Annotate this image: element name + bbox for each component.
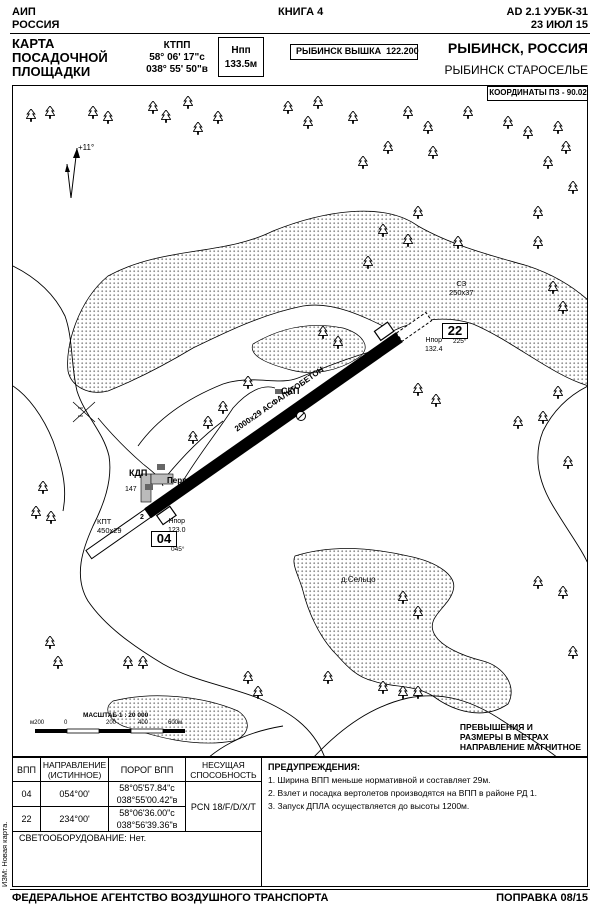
scale-tick-400: 400 <box>138 720 149 726</box>
skp-building <box>275 389 283 394</box>
row-22-rwy: 22 <box>12 806 41 832</box>
runway-table: ВПП НАПРАВЛЕНИЕ (ИСТИННОЕ) ПОРОГ ВПП НЕС… <box>12 757 263 832</box>
kpt-dimensions: 450x29 <box>97 526 122 535</box>
row-22-threshold: 58°06'36.00"с 038°56'39.36"в <box>108 806 186 832</box>
hpp-value: 133.5м <box>224 59 258 70</box>
perron-label: Перрон <box>167 476 197 485</box>
chart-title-line-2: ПОСАДОЧНОЙ <box>12 50 108 65</box>
row-04-lat: 58°05'57.84"с <box>119 783 175 793</box>
pcn-value: PCN 18/F/D/X/T <box>184 781 263 832</box>
threshold-elev-04-value: 123.0 <box>168 526 186 535</box>
runway-04-designator: 04 <box>151 531 177 547</box>
runway-22-magnetic: 225° <box>453 338 467 345</box>
scale-title: МАСШТАБ 1 : 20 000 <box>83 712 149 719</box>
chart-title-line-3: ПЛОЩАДКИ <box>12 64 91 79</box>
ktpp-lat: 58° 06' 17"с <box>149 52 205 63</box>
kpt-label: КПТ 450x29 <box>97 517 122 535</box>
warning-2: 2. Взлет и посадка вертолетов производят… <box>268 788 537 798</box>
scale-tick-m200: м200 <box>30 720 45 726</box>
book-label: КНИГА 4 <box>278 6 324 18</box>
aip-label: АИП <box>12 6 36 18</box>
scale-tick-0: 0 <box>64 720 68 726</box>
village-label: д.Сельцо <box>341 575 376 584</box>
header-divider <box>10 33 590 34</box>
city-title: РЫБИНСК, РОССИЯ <box>447 40 588 56</box>
tower-frequency: 122.200 <box>386 46 419 56</box>
chart-title-line-1: КАРТА <box>12 36 55 51</box>
amendment-note: ИЗМ: Новая карта. <box>0 821 9 887</box>
chart-title: КАРТА ПОСАДОЧНОЙ ПЛОЩАДКИ <box>12 37 108 79</box>
footer-amendment: ПОПРАВКА 08/15 <box>496 892 588 904</box>
row-22-lat: 58°06'36.00"с <box>119 808 175 818</box>
lighting-box: СВЕТООБОРУДОВАНИЕ: Нет. <box>12 829 262 887</box>
roads <box>72 386 276 487</box>
row-04-lon: 038°55'00.42"в <box>116 795 178 805</box>
scale-tick-200: 200 <box>106 720 117 726</box>
sz-dimensions: 250x37 <box>449 288 474 297</box>
terrain-contours <box>13 265 587 756</box>
tree-symbols <box>26 96 578 699</box>
warnings-title: ПРЕДУПРЕЖДЕНИЯ: <box>268 762 361 772</box>
sz-label: СЗ 250x37 <box>449 279 474 297</box>
taxiway-1-label: 1 <box>173 488 177 495</box>
elevation-147: 147 <box>125 486 137 493</box>
warning-3: 3. Запуск ДПЛА осуществляется до высоты … <box>268 801 470 811</box>
th-direction: НАПРАВЛЕНИЕ (ИСТИННОЕ) <box>39 757 110 782</box>
skp-label: СКП <box>281 386 300 396</box>
footer-agency: ФЕДЕРАЛЬНОЕ АГЕНТСТВО ВОЗДУШНОГО ТРАНСПО… <box>12 892 329 904</box>
runway <box>144 332 403 519</box>
kdp-label: КДП <box>129 468 148 478</box>
ktpp-label: КТПП <box>163 40 191 51</box>
ktpp-block: КТПП 58° 06' 17"с 038° 55' 50"в <box>132 40 222 76</box>
chart-date: 23 ИЮЛ 15 <box>530 19 588 31</box>
threshold-elev-22-value: 132.4 <box>425 346 443 353</box>
warnings-box: ПРЕДУПРЕЖДЕНИЯ: 1. Ширина ВПП меньше нор… <box>262 757 588 887</box>
runway-04-magnetic: 045° <box>171 546 185 553</box>
runway-22-designator: 22 <box>442 323 468 339</box>
taxiway-2-label: 2 <box>140 514 144 521</box>
runway-group <box>85 311 433 560</box>
th-threshold: ПОРОГ ВПП <box>108 757 186 782</box>
th-pcn: НЕСУЩАЯ СПОСОБНОСТЬ <box>184 757 263 782</box>
building-icon <box>145 484 153 490</box>
lighting-text: СВЕТООБОРУДОВАНИЕ: Нет. <box>19 833 147 843</box>
map-drawing <box>13 96 587 756</box>
map-notes: ПРЕВЫШЕНИЯ И РАЗМЕРЫ В МЕТРАХ НАПРАВЛЕНИ… <box>460 722 581 752</box>
row-22-lon: 038°56'39.36"в <box>116 820 178 830</box>
threshold-elev-22: Нпор 132.4 <box>425 336 443 354</box>
th-rwy: ВПП <box>12 757 41 782</box>
kpt-title: КПТ <box>97 517 112 526</box>
hpp-box: Нпп 133.5м <box>218 37 264 77</box>
note-line-3: НАПРАВЛЕНИЕ МАГНИТНОЕ <box>459 742 581 752</box>
note-line-1: ПРЕВЫШЕНИЯ И <box>459 722 533 732</box>
kdp-building <box>157 464 165 470</box>
forest-areas <box>67 210 587 744</box>
scale-bar <box>35 728 185 734</box>
coords-system-box: КООРДИНАТЫ ПЗ - 90.02 <box>487 86 587 101</box>
row-04-direction: 054°00' <box>39 781 110 807</box>
aerodrome-map: +11° КООРДИНАТЫ ПЗ - 90.02 2000x29 АСФАЛ… <box>12 85 588 757</box>
sz-title: СЗ <box>456 279 467 288</box>
scale-tick-600: 600м <box>168 720 183 726</box>
hpp-label: Нпп <box>231 45 251 56</box>
footer-divider <box>10 889 590 890</box>
warning-1: 1. Ширина ВПП меньше нормативной и соста… <box>268 775 491 785</box>
row-04-threshold: 58°05'57.84"с 038°55'00.42"в <box>108 781 186 807</box>
ad-code: AD 2.1 УУБК-31 <box>506 6 589 18</box>
ktpp-lon: 038° 55' 50"в <box>146 64 208 75</box>
threshold-elev-04-label: Нпор <box>168 518 186 525</box>
country-label: РОССИЯ <box>12 19 60 31</box>
tower-box: РЫБИНСК ВЫШКА 122.200 <box>290 44 419 60</box>
threshold-elev-22-label: Нпор <box>425 337 443 344</box>
tower-name: РЫБИНСК ВЫШКА <box>296 46 382 56</box>
north-variation: +11° <box>78 143 95 152</box>
perron <box>150 473 174 485</box>
note-line-2: РАЗМЕРЫ В МЕТРАХ <box>459 732 549 742</box>
row-22-direction: 234°00' <box>39 806 110 832</box>
threshold-elev-04: Нпор 123.0 <box>168 517 186 535</box>
north-arrow-icon <box>65 147 80 199</box>
row-04-rwy: 04 <box>12 781 41 807</box>
helicopter-icon <box>296 411 306 421</box>
airfield-name: РЫБИНСК СТАРОСЕЛЬЕ <box>444 63 588 77</box>
